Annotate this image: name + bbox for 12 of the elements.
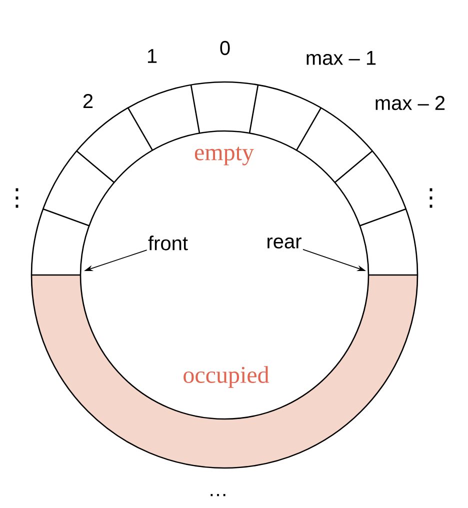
index-label: 0 <box>220 40 230 56</box>
text-label: rear <box>268 238 302 248</box>
index-label: max – 1 <box>306 51 376 65</box>
text-label: front <box>148 236 188 250</box>
ellipsis: ⋮ <box>430 188 432 208</box>
region-label: empty <box>194 146 254 166</box>
region-label: occupied <box>184 366 270 388</box>
ellipsis: ⋮ <box>16 188 18 208</box>
index-label: 2 <box>83 94 93 108</box>
index-label: 1 <box>148 49 157 63</box>
index-label: max – 2 <box>376 96 445 110</box>
index-label: … <box>210 494 226 496</box>
